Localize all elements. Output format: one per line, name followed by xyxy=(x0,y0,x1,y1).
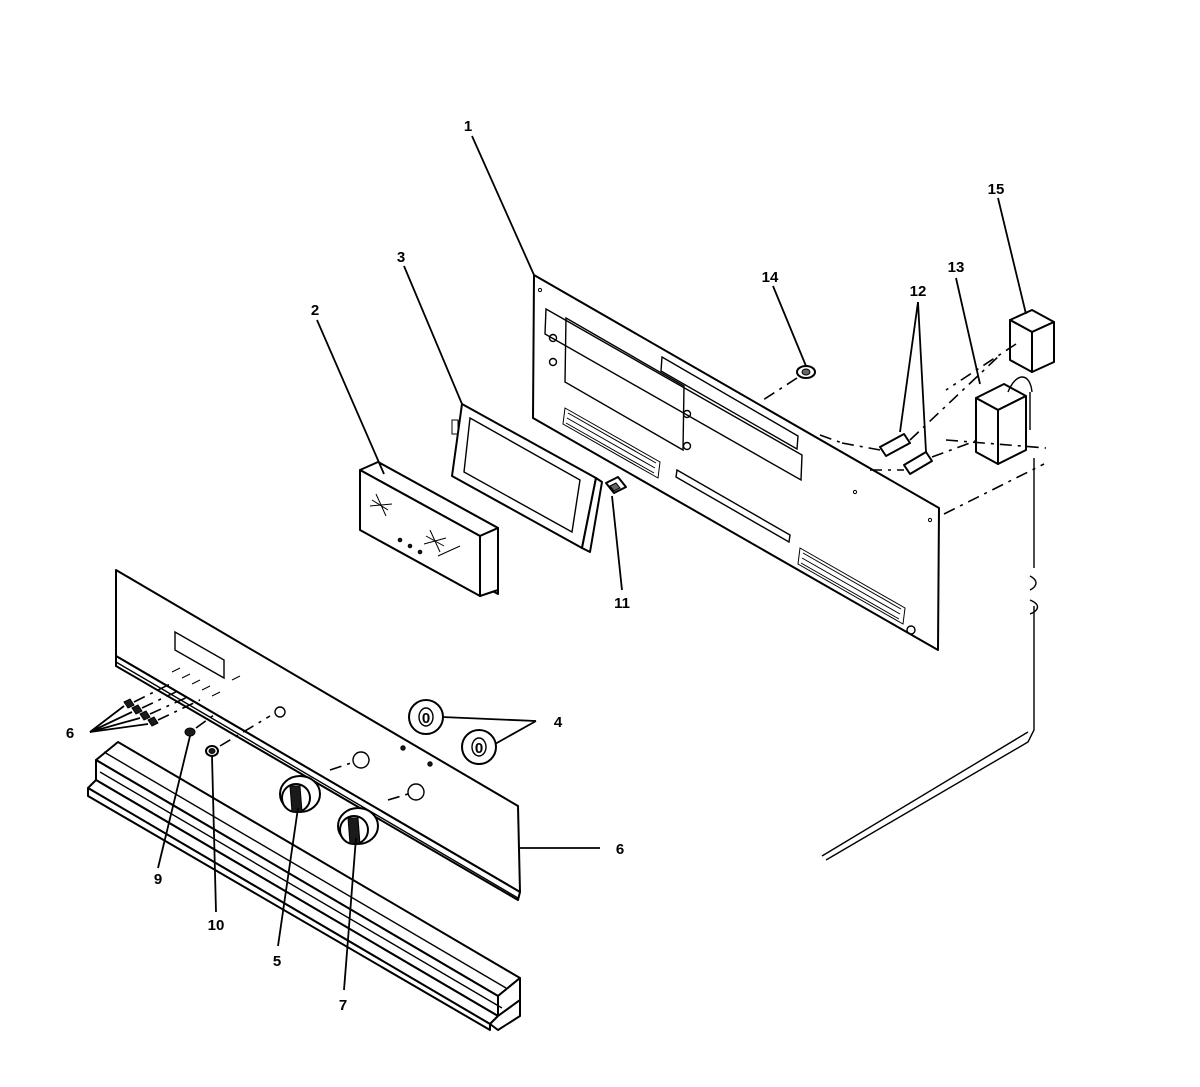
callout-labels: 1 2 3 4 5 6 6 7 9 10 11 12 13 14 15 xyxy=(66,118,1005,1014)
leader-lines xyxy=(89,135,1027,991)
callout-4: 4 xyxy=(554,714,563,731)
callout-7: 7 xyxy=(339,997,347,1014)
part-12-connectors xyxy=(841,354,1001,475)
part-2-display-module xyxy=(359,461,499,597)
part-14-screw xyxy=(759,365,816,403)
part-3-display-bezel xyxy=(451,403,603,553)
part-1-control-panel xyxy=(532,274,940,651)
callout-10: 10 xyxy=(208,917,225,934)
callout-6-panel: 6 xyxy=(616,841,624,858)
callout-9: 9 xyxy=(154,871,162,888)
vent-grille-left xyxy=(562,407,661,479)
part-6-screws xyxy=(123,683,201,727)
knob-insert-mark-upper: 0 xyxy=(422,710,430,727)
callout-5: 5 xyxy=(273,953,281,970)
vent-grille-right xyxy=(797,547,906,625)
handle-rail xyxy=(87,741,521,1031)
part-10-grommet xyxy=(205,715,271,757)
part-8-front-panel xyxy=(115,569,521,901)
wire-harness xyxy=(819,434,1047,861)
callout-6-screws: 6 xyxy=(66,725,74,742)
callout-11: 11 xyxy=(614,595,630,612)
part-13-component-box xyxy=(975,376,1033,465)
part-15-cover xyxy=(945,309,1055,391)
callout-13: 13 xyxy=(948,259,965,276)
callout-1: 1 xyxy=(464,118,472,135)
part-11-clip xyxy=(605,476,627,494)
knob-5 xyxy=(279,775,321,813)
knob-insert-mark-lower: 0 xyxy=(475,740,483,757)
callout-12: 12 xyxy=(910,283,927,300)
callout-3: 3 xyxy=(397,249,405,266)
callout-2: 2 xyxy=(311,302,319,319)
callout-15: 15 xyxy=(988,181,1005,198)
knob-7 xyxy=(337,807,379,845)
callout-14: 14 xyxy=(762,269,779,286)
